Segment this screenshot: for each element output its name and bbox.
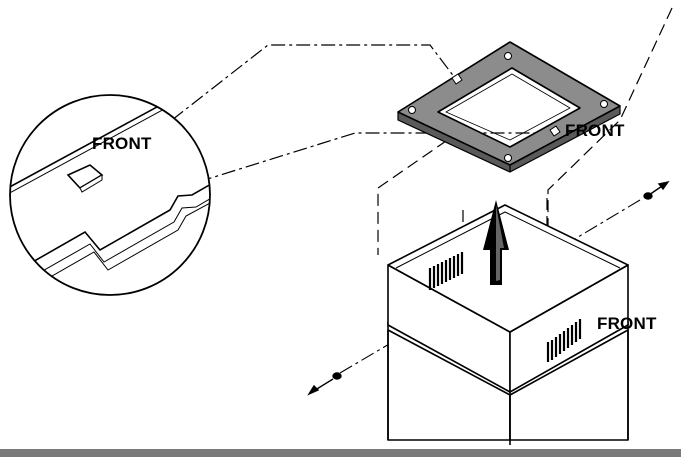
bottom-bar <box>0 449 681 457</box>
leader-line-top <box>171 44 456 121</box>
front-notch <box>549 125 561 137</box>
screw-right <box>643 180 670 200</box>
front-notch <box>451 73 463 85</box>
vent-slots-left <box>428 252 464 290</box>
detail-inset <box>9 94 211 296</box>
upward-arrow <box>483 200 509 285</box>
mounting-bracket <box>397 41 621 173</box>
screw-left <box>307 372 342 396</box>
bracket-hole <box>504 52 512 60</box>
bracket-hole <box>504 154 512 162</box>
vent-slots-right <box>546 319 582 362</box>
bracket-hole <box>408 106 416 114</box>
screw-axis-right <box>547 199 641 256</box>
box-top-opening <box>387 204 629 333</box>
box-front-label: FRONT <box>597 314 657 333</box>
inset-front-label: FRONT <box>92 134 152 153</box>
leader-line-bottom <box>197 132 555 183</box>
bracket-hole <box>600 100 608 108</box>
bracket-front-label: FRONT <box>565 121 625 140</box>
guide-line-left <box>377 129 463 255</box>
guide-line-right <box>547 7 673 255</box>
chimney-box <box>387 204 629 445</box>
leader-lines <box>171 44 555 183</box>
